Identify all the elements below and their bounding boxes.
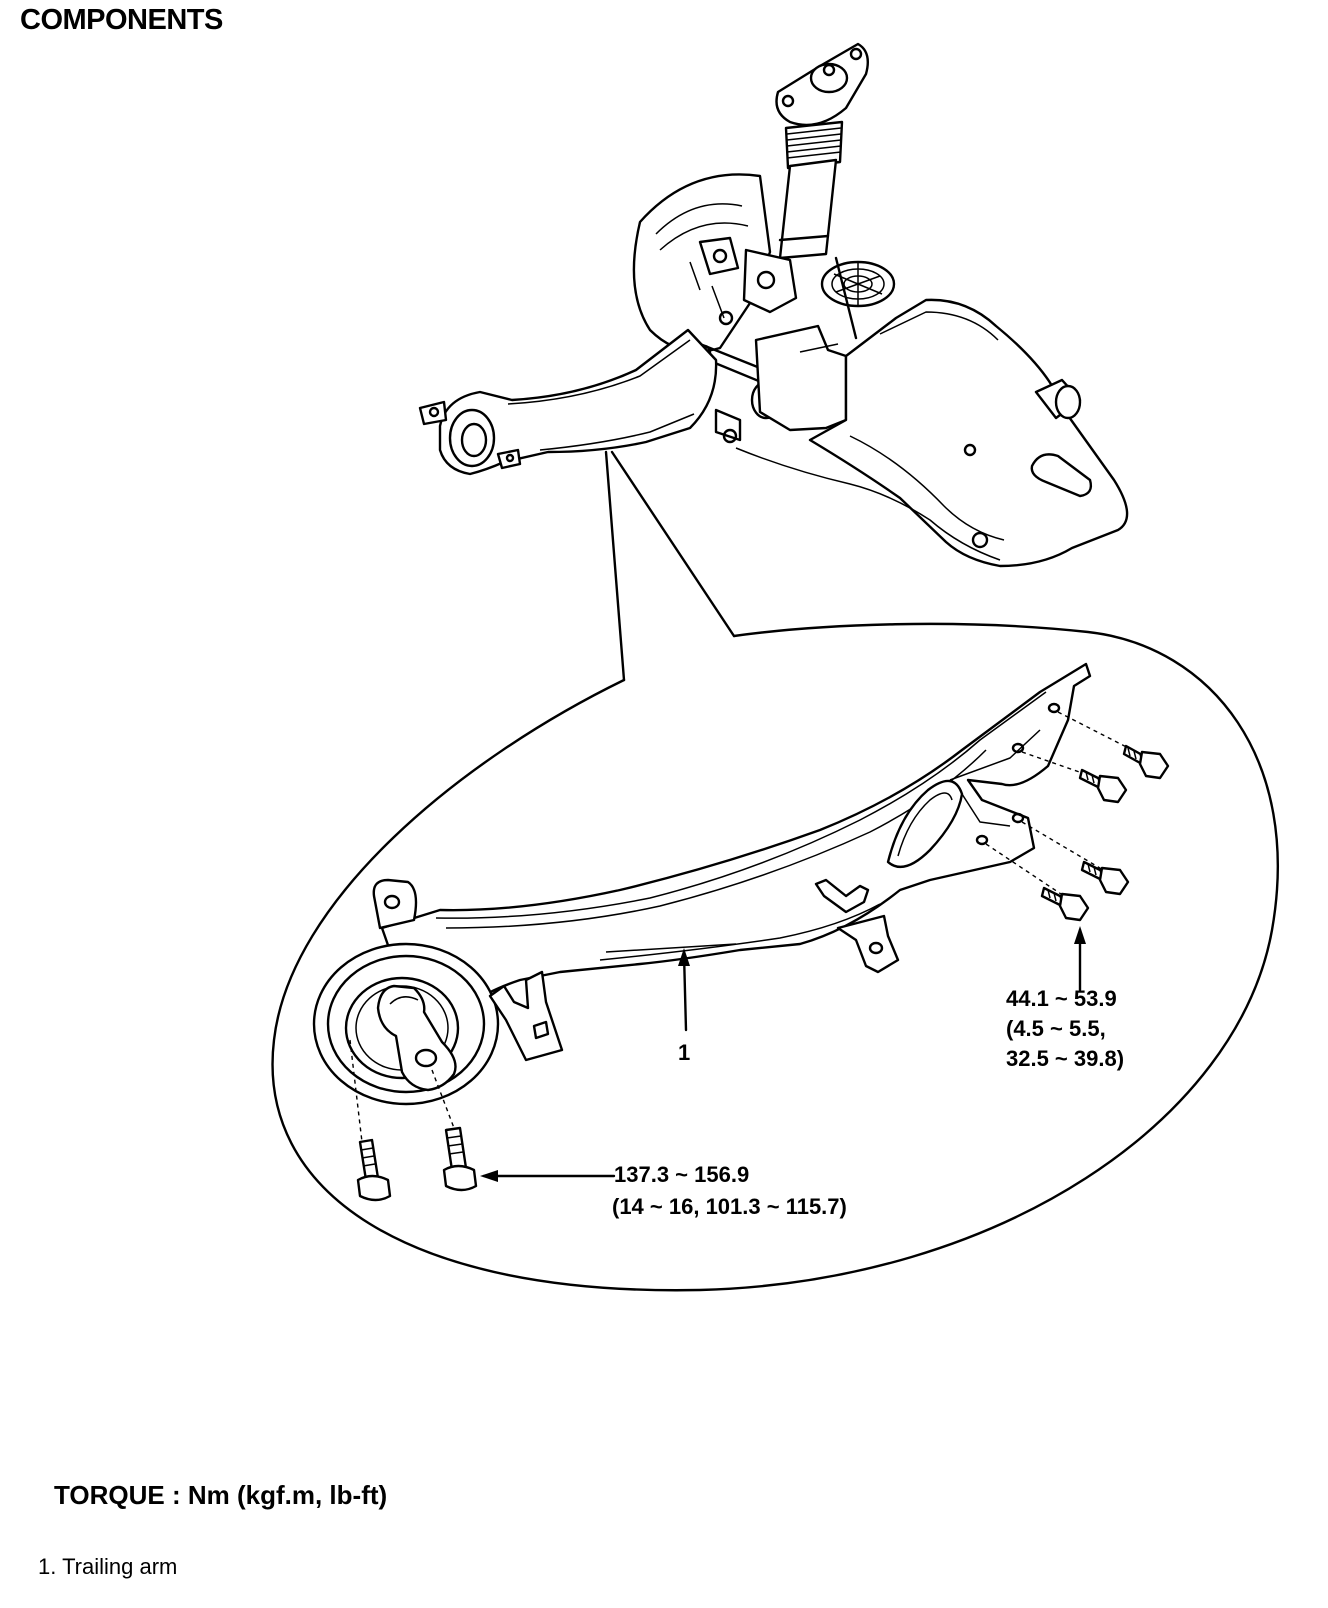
part-number-label: 1 <box>678 1040 690 1065</box>
upper-torque-arrow <box>1074 926 1086 992</box>
lower-torque-value: 137.3 ~ 156.9 <box>614 1162 749 1187</box>
rear-suspension-assembly <box>418 42 1129 568</box>
lower-torque-arrow <box>480 1170 616 1182</box>
legend-item: 1. Trailing arm <box>38 1554 178 1579</box>
bushing-bolts <box>349 1039 478 1202</box>
torque-unit-note: TORQUE : Nm (kgf.m, lb-ft) <box>54 1480 388 1510</box>
page-title: COMPONENTS <box>20 4 223 36</box>
detail-callout-lines <box>604 450 736 682</box>
trailing-arm <box>312 662 1092 1106</box>
upper-torque-value: 44.1 ~ 53.9 <box>1006 986 1117 1011</box>
upper-torque-conversion-1: (4.5 ~ 5.5, <box>1006 1016 1106 1041</box>
part-1-pointer <box>678 948 690 1032</box>
upper-torque-conversion-2: 32.5 ~ 39.8) <box>1006 1046 1124 1071</box>
bracket-bolts <box>985 711 1170 922</box>
lower-torque-conversion: (14 ~ 16, 101.3 ~ 115.7) <box>612 1194 847 1219</box>
detail-view-ellipse <box>271 622 1279 1292</box>
